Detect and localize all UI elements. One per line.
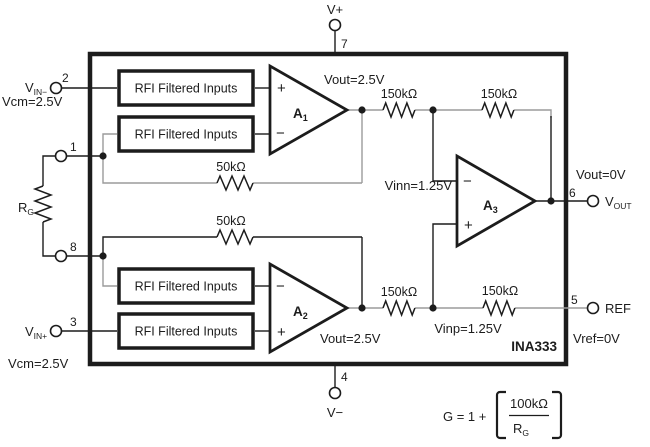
rg-label: RG [18, 200, 34, 217]
gain-formula: G = 1 + 100kΩ RG [443, 390, 563, 440]
opamp-a3-triangle [455, 153, 538, 249]
rg-pin8-terminal [54, 249, 68, 263]
vinn-node-note: Vinn=1.25V [385, 178, 453, 193]
internal-wires-gray [102, 109, 588, 309]
a1-minus-input: − [276, 125, 285, 142]
vin-minus-label: VIN− [25, 80, 47, 97]
resistors [32, 100, 516, 318]
pin4-number: 4 [341, 370, 348, 384]
gain-formula-lhs: G = 1 + [443, 409, 486, 424]
rg-pin1-terminal [54, 149, 68, 163]
a2-label: A2 [293, 304, 308, 321]
r150-2-label: 150kΩ [481, 87, 517, 101]
opamp-a3: − + A3 [455, 153, 538, 249]
rfi-label-2: RFI Filtered Inputs [135, 128, 238, 142]
vplus-label: V+ [327, 2, 343, 17]
resistor-150k-1 [382, 100, 416, 120]
ref-terminal [586, 301, 600, 315]
rfi-box-3 [117, 267, 255, 305]
a3-minus-input: − [463, 173, 472, 190]
a2-plus-input: + [277, 324, 286, 341]
a1-output-note: Vout=2.5V [324, 72, 385, 87]
chip-name: INA333 [511, 339, 557, 354]
junction-dots [99, 106, 555, 312]
vcm-bottom-note: Vcm=2.5V [8, 356, 69, 371]
rfi-box-2 [117, 115, 255, 153]
opamp-a1: + − A1 [268, 63, 350, 157]
vminus-label: V− [327, 405, 343, 420]
vinp-node-note: Vinp=1.25V [434, 321, 502, 336]
gain-formula-denominator: RG [513, 421, 529, 438]
r150-1-label: 150kΩ [381, 87, 417, 101]
vcm-top-note: Vcm=2.5V [2, 94, 63, 109]
terminals [49, 18, 600, 400]
rfi-box-1 [117, 69, 255, 107]
resistor-50k-bottom [216, 228, 254, 246]
vplus-terminal [328, 18, 342, 32]
resistor-150k-2 [481, 100, 515, 120]
opamp-a2: − + A2 [268, 261, 350, 355]
ref-voltage-note: Vref=0V [573, 331, 620, 346]
opamp-a1-triangle [268, 63, 350, 157]
a1-plus-input: + [277, 80, 286, 97]
ic-boundary [87, 51, 569, 367]
rfi-label-1: RFI Filtered Inputs [135, 82, 238, 96]
rfi-label-4: RFI Filtered Inputs [135, 325, 238, 339]
a3-label: A3 [483, 198, 498, 215]
pin5-number: 5 [571, 293, 578, 307]
vin-plus-label: VIN+ [25, 324, 47, 341]
opamp-a2-triangle [268, 261, 350, 355]
vin-plus-terminal [49, 324, 63, 338]
resistor-rg [32, 185, 54, 223]
rfi-box-4 [117, 312, 255, 350]
left-bracket [495, 390, 506, 440]
right-bracket [552, 390, 563, 440]
resistor-150k-4 [482, 298, 516, 318]
a3-plus-input: + [464, 217, 473, 234]
a2-output-note: Vout=2.5V [320, 331, 381, 346]
pin1-number: 1 [70, 140, 77, 154]
vout-label: VOUT [605, 194, 632, 211]
pin2-number: 2 [62, 71, 69, 85]
a2-minus-input: − [276, 278, 285, 295]
vout-voltage-note: Vout=0V [576, 167, 626, 182]
pin7-number: 7 [341, 37, 348, 51]
vin-minus-terminal [49, 81, 63, 95]
r150-4-label: 150kΩ [482, 284, 518, 298]
ref-label: REF [605, 301, 631, 316]
pin6-number: 6 [569, 186, 576, 200]
r50-top-label: 50kΩ [216, 160, 246, 174]
pin8-number: 8 [70, 240, 77, 254]
gain-formula-numerator: 100kΩ [510, 396, 548, 411]
rfi-filter-blocks: RFI Filtered Inputs RFI Filtered Inputs … [117, 69, 255, 350]
vminus-terminal [328, 386, 342, 400]
rfi-label-3: RFI Filtered Inputs [135, 280, 238, 294]
r150-3-label: 150kΩ [381, 285, 417, 299]
resistor-50k-top [216, 174, 254, 192]
resistor-150k-3 [382, 298, 416, 318]
vout-terminal [586, 194, 600, 208]
wires-black [42, 30, 588, 388]
a1-label: A1 [293, 106, 308, 123]
pin3-number: 3 [70, 315, 77, 329]
r50-bottom-label: 50kΩ [216, 214, 246, 228]
